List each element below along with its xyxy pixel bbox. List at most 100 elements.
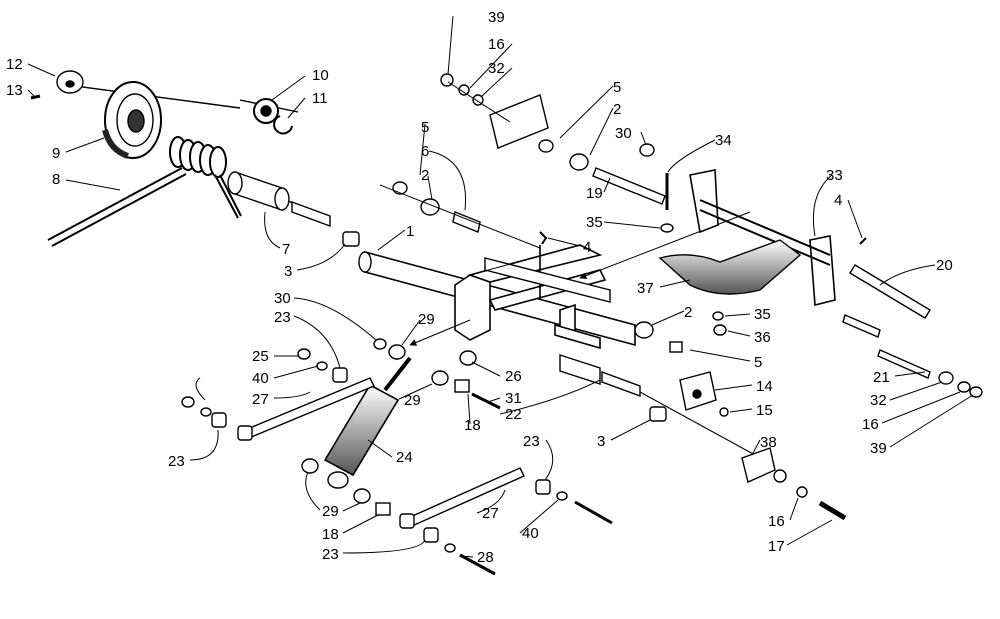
callout-31: 31 <box>505 390 522 407</box>
bushing-2b-part <box>569 153 589 171</box>
spacer-18b-part <box>375 502 391 516</box>
leader-lines <box>27 15 974 558</box>
washer-40a-part <box>316 361 328 371</box>
pin-6-part <box>452 211 481 233</box>
callout-2: 2 <box>421 167 429 184</box>
callout-16b: 16 <box>768 513 785 530</box>
assembly-line <box>469 255 541 276</box>
link-27b-part <box>407 467 525 527</box>
callout-35: 35 <box>586 214 603 231</box>
nut-30a-part <box>639 143 655 157</box>
callout-14: 14 <box>756 378 773 395</box>
pivot-frame-part <box>454 244 607 350</box>
bushing-lower-part <box>399 513 415 529</box>
bushing-29b-part <box>431 370 449 386</box>
pin-19-part <box>592 167 666 205</box>
callout-4: 4 <box>583 239 591 256</box>
snap-ring-part <box>273 115 293 135</box>
mount-bracket-part <box>489 94 549 149</box>
callout-27b: 27 <box>482 505 499 522</box>
washer-40c-part <box>444 543 456 553</box>
bolt-31-part <box>471 392 501 410</box>
callout-16c: 16 <box>862 416 879 433</box>
callout-24: 24 <box>396 449 413 466</box>
pin-21-part <box>842 314 881 338</box>
idler-wheel-hub <box>127 109 145 133</box>
bushing-23c-part <box>535 479 551 495</box>
callout-18: 18 <box>464 417 481 434</box>
callout-17: 17 <box>768 538 785 555</box>
bushing-3-part <box>342 231 360 247</box>
bushing-part <box>291 200 331 228</box>
bolt-right-part <box>574 500 613 525</box>
bushing-29c-part <box>301 458 319 474</box>
shock-mount-arrow <box>409 319 471 346</box>
bushing-link-part <box>237 425 253 441</box>
callout-32: 32 <box>488 60 505 77</box>
callout-labels: 12 13 9 8 10 11 7 3 1 5 6 2 39 16 32 5 2… <box>6 9 953 566</box>
bushing-23d-part <box>423 527 439 543</box>
callout-8: 8 <box>52 171 60 188</box>
callout-1: 1 <box>406 223 414 240</box>
callout-30: 30 <box>615 125 632 142</box>
sleeve-part <box>234 171 283 211</box>
callout-30b: 30 <box>274 290 291 307</box>
callout-5c: 5 <box>754 354 762 371</box>
shaft-end-part <box>559 354 601 385</box>
callout-39: 39 <box>488 9 505 26</box>
callout-12: 12 <box>6 56 23 73</box>
callout-23c: 23 <box>523 433 540 450</box>
bolt-5b-part <box>538 139 554 153</box>
callout-23d: 23 <box>322 546 339 563</box>
bolt-5c-part <box>669 341 683 353</box>
callout-3: 3 <box>284 263 292 280</box>
shock-absorber-24-part <box>323 356 412 489</box>
callout-39b: 39 <box>870 440 887 457</box>
callout-37: 37 <box>637 280 654 297</box>
washer-40b-part <box>556 491 568 501</box>
cross-shaft-part <box>484 257 611 303</box>
spring-arm-part <box>47 167 183 241</box>
callout-32b: 32 <box>870 392 887 409</box>
washer-16b-part <box>796 486 808 498</box>
callout-33: 33 <box>826 167 843 184</box>
callout-16: 16 <box>488 36 505 53</box>
spring-arm-edge <box>51 173 187 247</box>
washer-left-part <box>200 407 212 417</box>
callout-26: 26 <box>505 368 522 385</box>
callout-3b: 3 <box>597 433 605 450</box>
callout-9: 9 <box>52 145 60 162</box>
bolt-28-part <box>459 553 496 576</box>
idler-wheel-shadow <box>102 129 130 159</box>
callout-11: 11 <box>312 90 328 107</box>
spacer-18a-part <box>454 379 470 393</box>
callout-6: 6 <box>421 143 429 160</box>
bolt-17-part <box>818 500 847 521</box>
washer-35b-part <box>712 311 724 321</box>
callout-5b: 5 <box>613 79 621 96</box>
callout-2c: 2 <box>684 304 692 321</box>
callout-40b: 40 <box>522 525 539 542</box>
assembly-arrow <box>579 211 751 279</box>
callout-36: 36 <box>754 329 771 346</box>
bushing-23b-part <box>211 412 227 428</box>
bolt-20-part <box>849 264 931 319</box>
callout-23: 23 <box>274 309 291 326</box>
bushing-29a-part <box>388 344 406 360</box>
washer-32b-part <box>938 371 954 385</box>
callout-13: 13 <box>6 82 23 99</box>
callout-28: 28 <box>477 549 494 566</box>
callout-38: 38 <box>760 434 777 451</box>
bushing-29d-part <box>353 488 371 504</box>
nut-30b-part <box>373 338 387 350</box>
nut-left-part <box>181 396 195 408</box>
bushing-3b-part <box>649 406 667 422</box>
callout-23b: 23 <box>168 453 185 470</box>
spacer-rod-22 <box>601 370 641 398</box>
callout-34: 34 <box>715 132 732 149</box>
parts-drawing <box>30 70 983 576</box>
washer-16c-part <box>957 381 971 393</box>
washer-38-part <box>773 469 787 483</box>
idler-wheel-rim <box>116 93 154 147</box>
